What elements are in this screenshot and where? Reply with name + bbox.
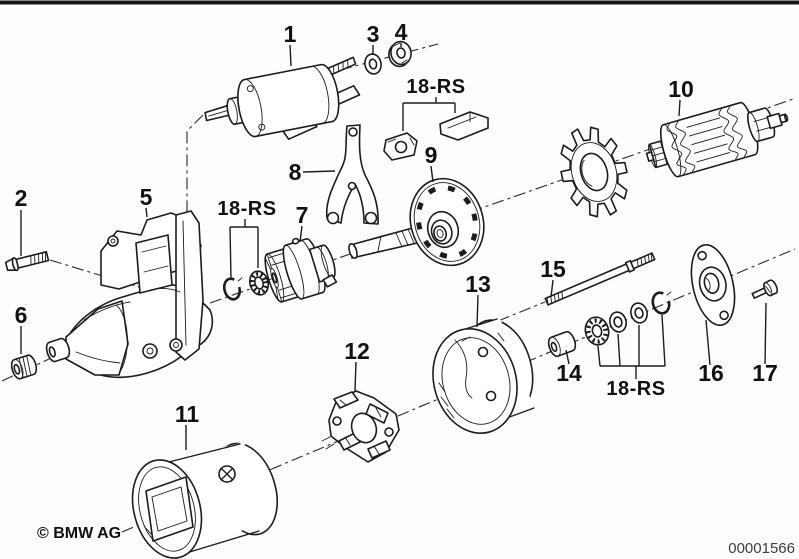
leader-15	[550, 279, 554, 298]
leader-9	[430, 165, 434, 183]
part-17-screw	[751, 279, 779, 299]
leader-12	[354, 361, 357, 392]
callout-1: 1	[284, 21, 297, 47]
leader-1	[289, 44, 292, 67]
callout-18rs-bottom: 18-RS	[606, 378, 665, 400]
flat-washer-2	[630, 302, 648, 324]
callout-16: 16	[698, 360, 724, 386]
callout-14: 14	[556, 360, 582, 386]
callout-18rs-left: 18-RS	[217, 198, 276, 220]
leader-14	[565, 349, 570, 365]
leader-7	[299, 225, 303, 243]
part-15-tie-rod	[544, 252, 656, 306]
callout-15: 15	[540, 256, 566, 282]
callout-10: 10	[668, 76, 694, 102]
carbon-brush-wedge	[439, 111, 489, 141]
part-8-engagement-fork	[325, 124, 379, 225]
callout-4: 4	[395, 19, 408, 45]
part-2-hex-bolt	[4, 250, 50, 272]
flat-washer-1	[609, 311, 627, 333]
leader-17	[764, 302, 767, 365]
field-pole-disc	[560, 126, 628, 218]
leader-8	[302, 170, 336, 173]
snap-ring-front	[222, 277, 243, 301]
part-9-bearing-shield	[409, 177, 485, 267]
part-4-nut	[388, 40, 412, 68]
part-11-yoke	[131, 442, 278, 559]
bracket-18rs-top	[402, 97, 456, 131]
housing-nose	[45, 337, 71, 363]
bracket-18rs-bottom	[597, 314, 666, 379]
part-9-shaft	[348, 225, 427, 260]
copyright-notice: © BMW AG	[37, 525, 121, 542]
callout-13: 13	[465, 271, 491, 297]
callouts: 1 2 3 4 5 6 7 8 9 10 11 12 13 14 15 16 1…	[15, 19, 778, 427]
leader-13	[476, 294, 479, 328]
washer-set-18rs	[584, 291, 672, 346]
callout-12: 12	[344, 338, 370, 364]
callout-8: 8	[289, 159, 302, 185]
part-14-spacer	[547, 330, 577, 358]
callout-6: 6	[15, 302, 28, 328]
spline-ring	[248, 270, 270, 296]
part-13-drum-housing	[432, 318, 535, 434]
callout-9: 9	[425, 142, 438, 168]
callout-5: 5	[140, 184, 153, 210]
part-1-solenoid	[204, 56, 361, 140]
tie-rod-centerline	[497, 301, 546, 322]
part-7-drive-pinion	[264, 237, 338, 303]
part-6-bushing	[10, 354, 38, 380]
callout-11: 11	[175, 401, 200, 427]
part-5-drive-housing	[45, 210, 214, 379]
seal-ring	[584, 316, 610, 346]
solenoid-centerline	[186, 114, 204, 236]
snap-ring-rear	[651, 291, 672, 315]
callout-3: 3	[367, 21, 380, 47]
part-12-brush-plate	[321, 390, 400, 463]
callout-7: 7	[296, 202, 309, 228]
callout-2: 2	[15, 185, 28, 211]
bracket-18rs-left	[229, 219, 259, 280]
leader-10	[678, 99, 681, 117]
callout-17: 17	[752, 360, 778, 386]
part-3-washer	[364, 53, 382, 75]
part-10-armature	[645, 101, 789, 178]
brush-holder-clamp	[383, 132, 418, 161]
leader-16	[705, 319, 711, 366]
part-16-end-flange	[690, 243, 736, 327]
document-number: 00001566	[728, 540, 795, 557]
callout-18rs-top: 18-RS	[406, 76, 465, 98]
leader-lines	[20, 43, 767, 450]
leader-5	[145, 207, 148, 218]
